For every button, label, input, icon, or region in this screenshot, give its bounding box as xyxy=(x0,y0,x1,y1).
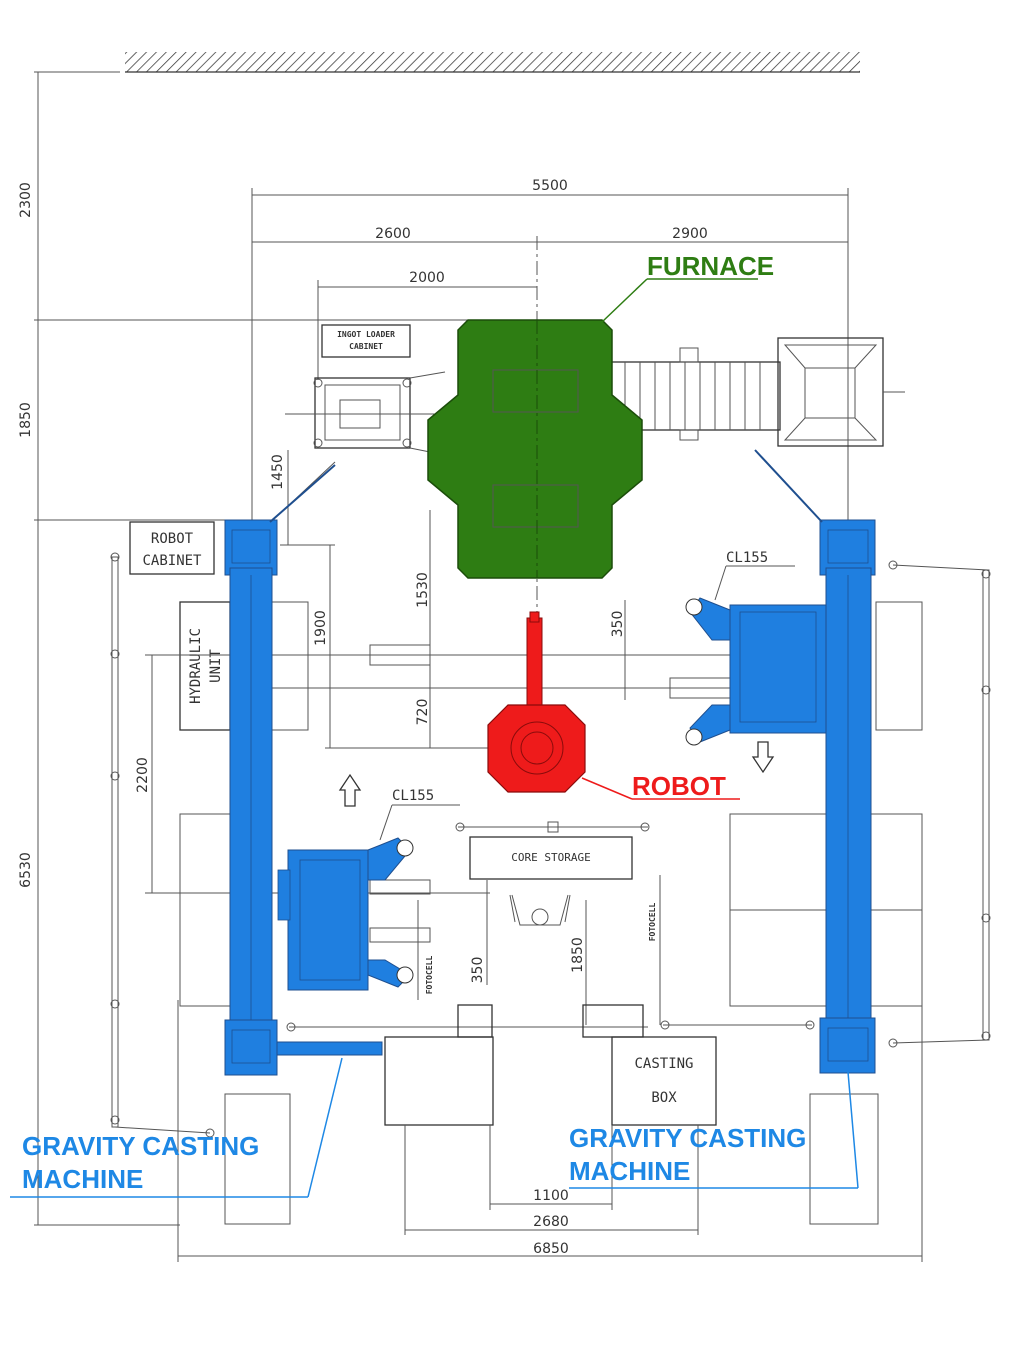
casting-box-label-2: BOX xyxy=(651,1090,677,1106)
arrow-up-icon xyxy=(338,773,362,807)
dim-350-top: 350 xyxy=(610,611,626,638)
arrow-down-icon xyxy=(751,741,775,774)
robot-cabinet-box xyxy=(129,521,215,575)
left-gravity-casting-machine xyxy=(224,519,414,1076)
casting-box xyxy=(611,1036,717,1126)
right-machine-label-2: MACHINE xyxy=(569,1156,690,1186)
cl155-right-label: CL155 xyxy=(726,550,768,566)
left-guard-rail xyxy=(111,556,119,1128)
right-machine-label-1: GRAVITY CASTING xyxy=(569,1123,806,1153)
dim-1530: 1530 xyxy=(415,572,431,608)
furnace xyxy=(427,319,643,579)
left-machine-label-2: MACHINE xyxy=(22,1164,143,1194)
hydraulic-unit-label-2: UNIT xyxy=(208,649,224,683)
dim-2600: 2600 xyxy=(375,226,411,242)
fotocell-left-label: FOTOCELL xyxy=(425,956,434,995)
robot-label: ROBOT xyxy=(632,771,726,801)
core-storage-box xyxy=(469,836,633,880)
right-guard-rail xyxy=(982,569,990,1041)
dim-1450: 1450 xyxy=(270,454,286,490)
dim-6850: 6850 xyxy=(533,1241,569,1257)
dim-2000: 2000 xyxy=(409,270,445,286)
wall-hatch xyxy=(125,52,860,72)
core-storage-label: CORE STORAGE xyxy=(511,851,590,864)
dim-1100: 1100 xyxy=(533,1188,569,1204)
dim-2300: 2300 xyxy=(18,182,34,218)
ingot-loader xyxy=(285,371,446,456)
left-machine-label-1: GRAVITY CASTING xyxy=(22,1131,259,1161)
dim-2900: 2900 xyxy=(672,226,708,242)
operator-figure xyxy=(509,894,571,926)
dim-1900: 1900 xyxy=(313,610,329,646)
ingot-loader-label-2: CABINET xyxy=(349,342,383,351)
hydraulic-unit-label-1: HYDRAULIC xyxy=(188,628,204,704)
cl155-left-label: CL155 xyxy=(392,788,434,804)
ingot-loader-label-1: INGOT LOADER xyxy=(337,330,395,339)
furnace-label: FURNACE xyxy=(647,251,774,281)
dim-6530: 6530 xyxy=(18,852,34,888)
fotocell-right-label: FOTOCELL xyxy=(648,903,657,942)
ingot-conveyor xyxy=(609,337,905,447)
dim-1850-left: 1850 xyxy=(18,402,34,438)
right-gravity-casting-machine xyxy=(685,519,876,1074)
dim-2200: 2200 xyxy=(135,757,151,793)
dim-350-bottom: 350 xyxy=(470,957,486,984)
dim-720: 720 xyxy=(415,699,431,726)
ingot-loader-cabinet-box xyxy=(321,324,411,358)
robot xyxy=(487,611,586,793)
dim-1850-bottom: 1850 xyxy=(570,937,586,973)
casting-box-label-1: CASTING xyxy=(634,1056,693,1072)
robot-cabinet-label-1: ROBOT xyxy=(151,531,194,547)
robot-cabinet-label-2: CABINET xyxy=(142,553,202,569)
dim-5500: 5500 xyxy=(532,178,568,194)
dim-2680: 2680 xyxy=(533,1214,569,1230)
